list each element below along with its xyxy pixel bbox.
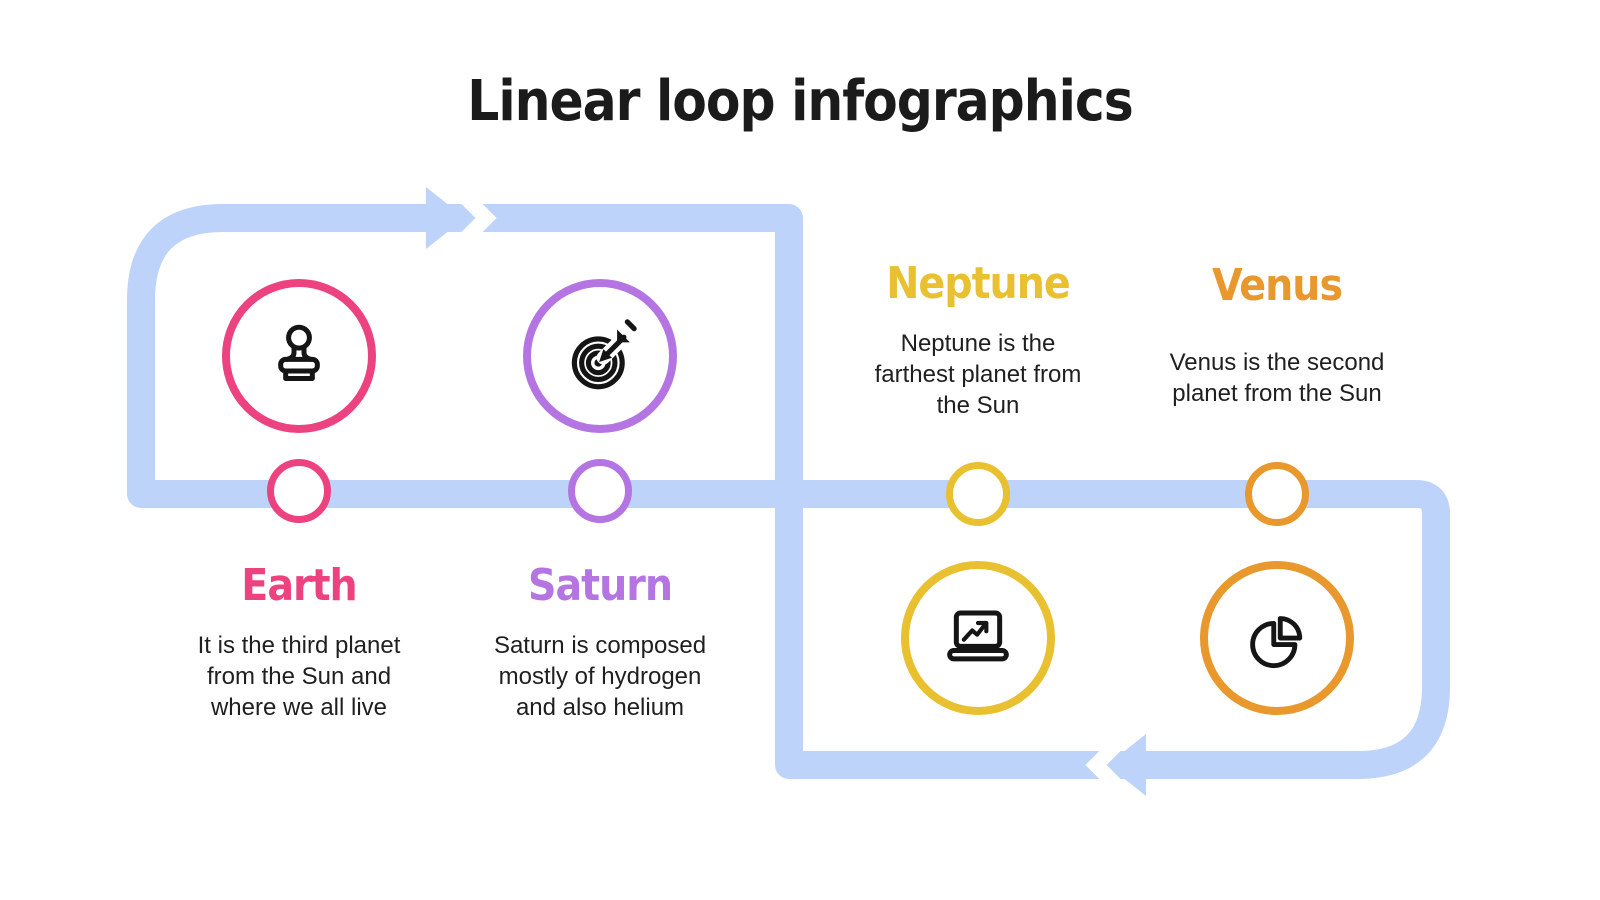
venus-node [1245,462,1309,526]
earth-title: Earth [241,560,357,611]
loop-top-segment [127,204,803,751]
earth-icon-circle [222,279,376,433]
earth-description: It is the third planet from the Sun and … [197,632,401,721]
neptune-title: Neptune [886,258,1070,309]
venus-description: Venus is the second planet from the Sun [1169,349,1385,407]
neptune-node [946,462,1010,526]
pie-chart-icon [1250,616,1303,669]
arrow-right-icon [426,173,497,263]
target-icon [571,319,637,390]
venus-title: Venus [1211,260,1343,311]
saturn-icon-circle [523,279,677,433]
stamp-icon [278,324,320,381]
neptune-description: Neptune is the farthest planet from the … [874,330,1082,419]
page-title: Linear loop infographics [467,69,1133,134]
laptop-chart-icon [947,610,1009,662]
saturn-description: Saturn is composed mostly of hydrogen an… [493,632,707,721]
neptune-icon-circle [901,561,1055,715]
venus-icon-circle [1200,561,1354,715]
earth-node [267,459,331,523]
arrow-left-icon [1085,720,1146,810]
loop-bottom-segment [127,478,1450,779]
saturn-node [568,459,632,523]
saturn-title: Saturn [527,560,673,611]
